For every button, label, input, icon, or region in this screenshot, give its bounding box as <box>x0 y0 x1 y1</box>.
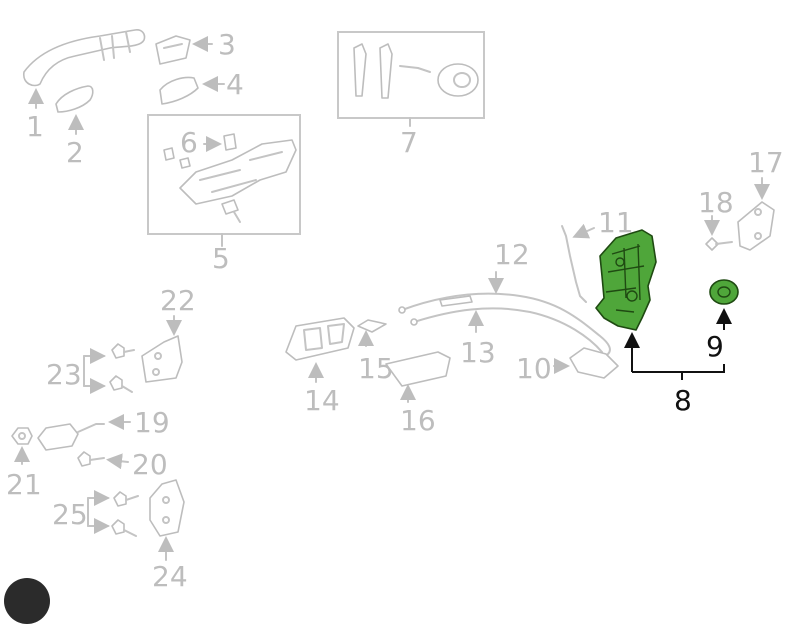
part-19-door-check[interactable] <box>37 414 131 451</box>
callout-23: 23 <box>46 358 82 391</box>
part-14-inside-handle[interactable] <box>285 317 355 383</box>
part-1-outside-handle[interactable] <box>23 29 146 109</box>
callout-1: 1 <box>26 110 44 143</box>
callout-9: 9 <box>706 330 724 363</box>
callout-21: 21 <box>6 468 42 501</box>
callout-22: 22 <box>160 284 196 317</box>
callout-24: 24 <box>152 560 188 591</box>
callout-12: 12 <box>494 238 530 271</box>
part-20-bolt[interactable] <box>77 451 129 470</box>
callout-8: 8 <box>674 384 692 417</box>
callout-18: 18 <box>698 186 734 219</box>
callout-6: 6 <box>180 126 198 159</box>
part-21-nut[interactable] <box>11 427 33 465</box>
callout-13: 13 <box>460 336 496 369</box>
part-11-rod[interactable] <box>561 223 595 303</box>
part-6-clip[interactable] <box>203 133 237 152</box>
callout-4: 4 <box>226 68 244 101</box>
part-3-cap[interactable] <box>155 35 213 65</box>
part-22-hinge[interactable] <box>141 315 183 383</box>
part-9-grommet[interactable] <box>709 279 739 305</box>
part-5-handle-frame[interactable] <box>163 139 297 223</box>
callout-2: 2 <box>66 136 84 169</box>
callout-10: 10 <box>516 352 552 385</box>
part-2-handle-cover[interactable] <box>55 85 94 135</box>
part-8-door-lock-actuator[interactable] <box>595 229 657 331</box>
callout-16: 16 <box>400 404 436 437</box>
callout-7: 7 <box>400 126 418 159</box>
part-10-bracket[interactable] <box>553 347 619 379</box>
callout-5: 5 <box>212 242 230 275</box>
callout-11: 11 <box>598 206 634 239</box>
part-12-13-cables[interactable] <box>398 271 611 355</box>
leader-8-9 <box>624 308 732 380</box>
part-4-pad[interactable] <box>159 76 225 105</box>
part-18-screw[interactable] <box>704 215 733 251</box>
callout-15: 15 <box>358 352 394 385</box>
callout-14: 14 <box>304 384 340 417</box>
part-24-lower-hinge[interactable] <box>149 479 185 561</box>
callout-3: 3 <box>218 28 236 61</box>
part-5-frame-box <box>147 114 301 235</box>
corner-badge[interactable] <box>4 578 50 624</box>
part-17-striker[interactable] <box>737 177 775 251</box>
part-23-bolts[interactable] <box>83 343 135 394</box>
part-15-clip[interactable] <box>357 319 387 347</box>
callout-20: 20 <box>132 448 168 481</box>
parts-diagram: 1 2 3 4 6 5 7 <box>6 28 784 591</box>
callout-25: 25 <box>52 498 88 531</box>
callout-19: 19 <box>134 406 170 439</box>
part-16-cover[interactable] <box>385 351 451 403</box>
callout-17: 17 <box>748 146 784 179</box>
part-7-lock-cylinder-set[interactable] <box>353 43 479 99</box>
part-25-bolts[interactable] <box>87 490 139 537</box>
